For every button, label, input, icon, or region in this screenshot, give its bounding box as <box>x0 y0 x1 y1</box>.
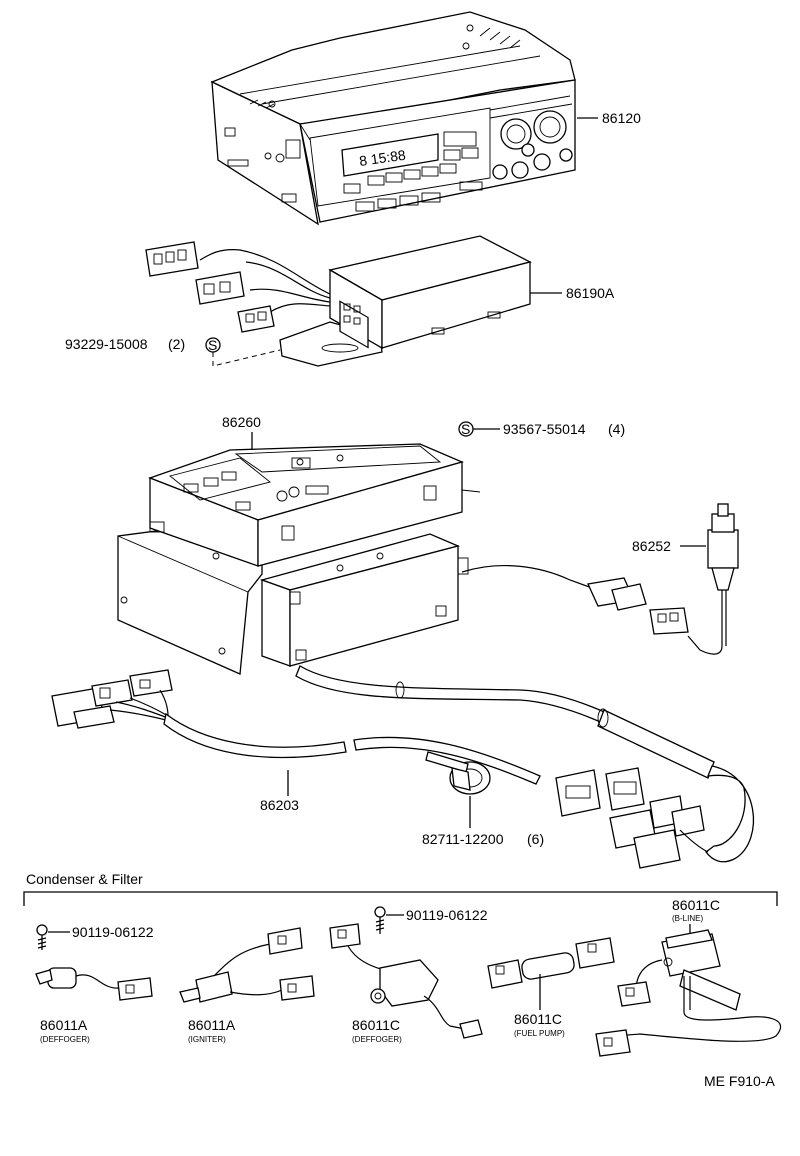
condenser-fuel-pump <box>487 937 615 989</box>
screw-middle-label: 90119-06122 <box>406 907 488 923</box>
clamp <box>425 751 491 795</box>
condenser-4-note: (FUEL PUMP) <box>514 1029 565 1038</box>
wire-harness-label: 86203 <box>260 797 299 813</box>
screw-left-label: 90119-06122 <box>72 924 154 940</box>
standard-part-letter-2: S <box>461 421 470 437</box>
tape-player-label: 86260 <box>222 414 261 430</box>
condenser-deffoger-c <box>329 923 483 1039</box>
condenser-2-part: 86011A <box>188 1017 236 1033</box>
standard-part-letter: S <box>208 337 217 353</box>
tuning-knobs <box>492 110 573 180</box>
condenser-5-note: (B-LINE) <box>672 914 703 923</box>
condenser-deffoger-a <box>35 967 153 1001</box>
radio-receiver: 8 15:88 <box>210 11 576 226</box>
figure-code: ME F910-A <box>704 1073 775 1089</box>
condenser-1-note: (DEFFOGER) <box>40 1035 90 1044</box>
screw-tape-player-qty: (4) <box>608 421 625 437</box>
amplifier <box>145 235 532 367</box>
screw-left <box>36 924 48 950</box>
condenser-4-part: 86011C <box>514 1011 562 1027</box>
condenser-3-note: (DEFFOGER) <box>352 1035 402 1044</box>
screw-amplifier-label: 93229-15008 <box>65 336 148 352</box>
condenser-2-note: (IGNITER) <box>188 1035 226 1044</box>
switch-label: 86252 <box>632 538 671 554</box>
condenser-3-part: 86011C <box>352 1017 400 1033</box>
condenser-section-bracket <box>23 891 778 906</box>
condenser-b-line <box>595 929 782 1057</box>
condenser-5-part: 86011C <box>672 897 720 913</box>
condenser-section-title: Condenser & Filter <box>26 871 143 887</box>
clamp-label: 82711-12200 <box>422 831 504 847</box>
display-readout: 8 15:88 <box>358 147 407 169</box>
screw-amplifier-qty: (2) <box>168 336 185 352</box>
condenser-1-part: 86011A <box>40 1017 88 1033</box>
switch <box>649 503 739 655</box>
wire-harness <box>51 665 755 869</box>
clamp-qty: (6) <box>527 831 544 847</box>
screw-middle <box>374 906 386 934</box>
condenser-igniter <box>179 927 315 1003</box>
tape-player <box>117 443 481 675</box>
amplifier-label: 86190A <box>566 285 615 301</box>
screw-tape-player-label: 93567-55014 <box>503 421 586 437</box>
radio-receiver-label: 86120 <box>602 110 641 126</box>
